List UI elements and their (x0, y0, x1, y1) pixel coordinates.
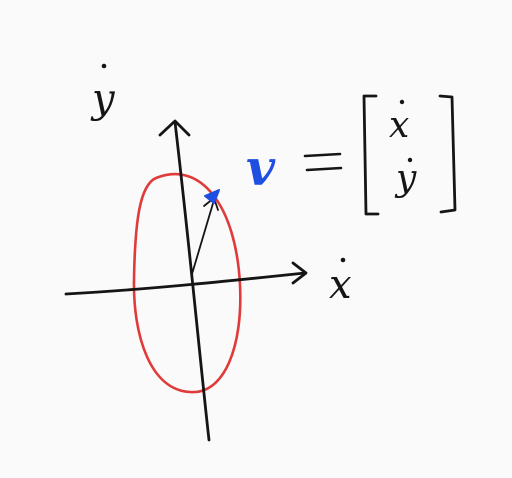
x-component-dot (399, 99, 405, 105)
vector-x-component: x (389, 105, 409, 146)
x-axis (64, 271, 307, 296)
x-axis-arrowhead (291, 261, 308, 285)
vector-y-component: y (394, 158, 417, 199)
y-axis-label: y (90, 76, 116, 122)
y-label-dot (101, 63, 107, 69)
orbit-ellipse (132, 172, 242, 394)
x-axis-label: x (329, 262, 352, 308)
equals-sign (303, 152, 343, 172)
y-component-dot (407, 157, 413, 163)
state-point-marker (204, 189, 220, 204)
state-vector-line (191, 199, 215, 275)
left-bracket (362, 94, 380, 216)
y-axis-arrowhead (158, 119, 191, 137)
x-label-dot (340, 257, 346, 263)
y-axis (173, 120, 211, 442)
vector-symbol: v (246, 138, 276, 197)
right-bracket (438, 94, 457, 214)
